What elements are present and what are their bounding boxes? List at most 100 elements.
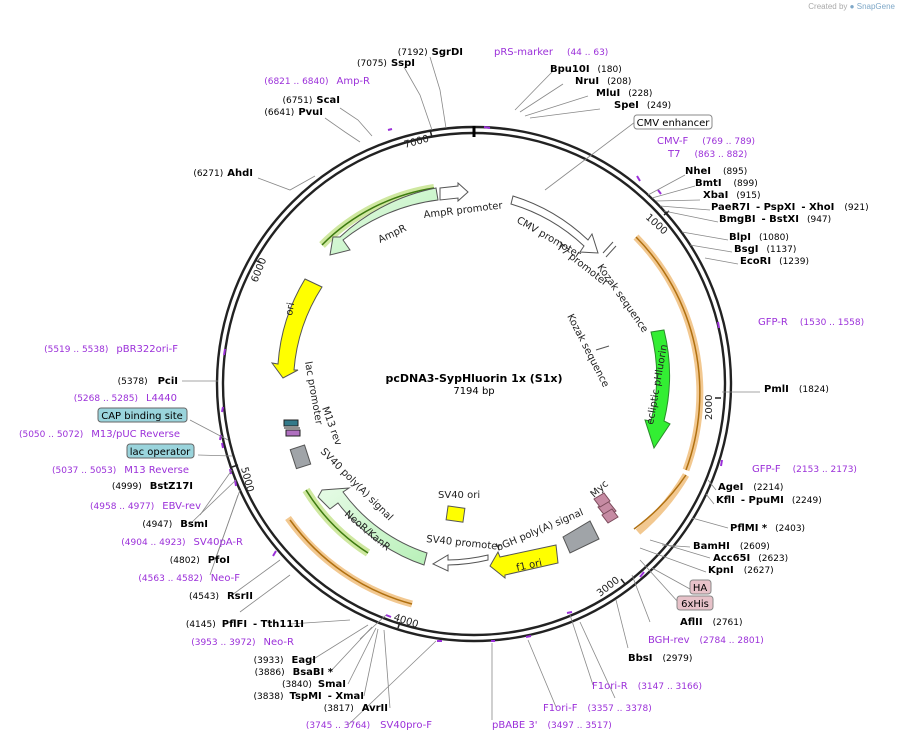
his-label: 6xHis bbox=[681, 599, 709, 610]
insert-arrow-1 bbox=[635, 236, 701, 471]
site-acc65i: Acc65I(2623) bbox=[713, 553, 788, 564]
site-bpu10i: Bpu10I(180) bbox=[550, 64, 622, 75]
primer-amp-r: (6821 .. 6840)Amp-R bbox=[264, 76, 370, 87]
cmv-enhancer-box bbox=[633, 114, 713, 130]
site-rsrii: (4543)RsrII bbox=[189, 591, 253, 602]
f1-ori-label: f1 ori bbox=[515, 558, 543, 574]
primer-l4440: (5268 .. 5285)L4440 bbox=[74, 393, 177, 404]
neor-arrow bbox=[317, 487, 428, 566]
primer-f1ori-r: F1ori-R(3147 .. 3166) bbox=[592, 681, 702, 692]
site-bsgi: BsgI(1137) bbox=[734, 244, 796, 255]
site-bstz17i: (4999)BstZ17I bbox=[112, 481, 193, 492]
primer-m13puc-reverse: (5050 .. 5072)M13/pUC Reverse bbox=[19, 429, 180, 440]
tick-label-1000: 1000 bbox=[643, 212, 669, 237]
site-pfoi: (4802)PfoI bbox=[170, 555, 230, 566]
sv40-promoter-arrow bbox=[431, 554, 489, 572]
phluorin-arrow bbox=[644, 329, 671, 450]
kozak-label-1: Kozak sequence bbox=[595, 262, 650, 334]
ori-label: ori bbox=[284, 302, 297, 317]
tick-marks bbox=[231, 129, 721, 629]
bgh-polya-block bbox=[562, 520, 600, 554]
ampr-arrow bbox=[329, 187, 439, 256]
his-feature bbox=[593, 492, 611, 508]
snapgene-logo-icon: ● bbox=[849, 2, 855, 11]
lac-promoter-label: lac promoter bbox=[302, 361, 324, 427]
cmv-enhancer-label: CMV enhancer bbox=[637, 118, 711, 129]
insert-arrow-2 bbox=[633, 474, 687, 530]
lac-operator-mark bbox=[285, 429, 301, 437]
primer-bgh-rev: BGH-rev(2784 .. 2801) bbox=[648, 635, 764, 646]
neor-green-line bbox=[305, 489, 369, 554]
credit-prefix: Created by bbox=[808, 2, 848, 11]
site-sspi: (7075)SspI bbox=[357, 58, 415, 69]
site-ahdi: (6271)AhdI bbox=[193, 168, 253, 179]
sv40-promoter-label: SV40 promoter bbox=[426, 534, 503, 553]
primer-t7: T7(863 .. 882) bbox=[667, 149, 747, 160]
kozak-label-2: Kozak sequence bbox=[564, 312, 610, 389]
restriction-sites-lower: (5378)PciI (4999)BstZ17I (4947)BsmI (480… bbox=[112, 376, 388, 714]
his-box bbox=[676, 595, 714, 611]
tick-label-2000: 2000 bbox=[704, 395, 715, 420]
restriction-sites-right: Bpu10I(180) NruI(208) MluI(228) SpeI(249… bbox=[550, 64, 869, 664]
site-scai: (6751)ScaI bbox=[282, 95, 340, 106]
primer-pbabe3: pBABE 3'(3497 .. 3517) bbox=[492, 720, 612, 731]
primer-f1ori-f: F1ori-F(3357 .. 3378) bbox=[543, 703, 652, 714]
ha-feature bbox=[601, 508, 619, 524]
cap-site-mark bbox=[283, 419, 299, 427]
site-sgrdi: (7192)SgrDI bbox=[398, 47, 463, 58]
primer-neo-r: (3953 .. 3972)Neo-R bbox=[191, 637, 294, 648]
tick-label-6000: 6000 bbox=[250, 256, 270, 284]
site-aflii: AflII(2761) bbox=[680, 617, 743, 628]
t7-promoter-mark bbox=[602, 241, 614, 254]
boxed-labels: CMV enhancer HA 6xHis CAP binding site l… bbox=[97, 114, 714, 611]
site-pmli: PmlI(1824) bbox=[764, 384, 829, 395]
kozak-mark bbox=[605, 245, 617, 258]
lac-operator-box bbox=[126, 443, 195, 459]
cmv-promoter-arrow bbox=[510, 195, 599, 254]
site-kpni: KpnI(2627) bbox=[708, 565, 774, 576]
site-bamhi: BamHI(2609) bbox=[693, 541, 770, 552]
primer-gfp-f: GFP-F(2153 .. 2173) bbox=[752, 464, 857, 475]
site-nhei: NheI(895) bbox=[685, 166, 747, 177]
sv40-polya-block bbox=[289, 444, 312, 470]
sv40-ori-block bbox=[445, 505, 466, 523]
cap-binding-label: CAP binding site bbox=[101, 411, 183, 422]
site-tspmi: (3838)TspMI- XmaI bbox=[254, 691, 364, 702]
ori-arrow bbox=[270, 278, 323, 379]
lac-operator-label: lac operator bbox=[130, 447, 191, 458]
cap-binding-box bbox=[97, 407, 188, 423]
sv40-ori-label: SV40 ori bbox=[438, 490, 480, 501]
credit-brand: SnapGene bbox=[856, 2, 895, 11]
site-avrii: (3817)AvrII bbox=[324, 703, 388, 714]
site-ecori: EcoRI(1239) bbox=[740, 256, 809, 267]
site-bsabi: (3886)BsaBI * bbox=[255, 667, 334, 678]
site-pflmi: PflMI *(2403) bbox=[730, 523, 805, 534]
f1-ori-arrow bbox=[489, 544, 559, 580]
primer-labels: pRS-marker(44 .. 63) (6821 .. 6840)Amp-R… bbox=[19, 47, 864, 731]
primer-prs-marker: pRS-marker(44 .. 63) bbox=[494, 47, 608, 58]
ampr-highlight-line bbox=[321, 187, 435, 246]
primer-sv40pro-f: (3745 .. 3764)SV40pro-F bbox=[306, 720, 432, 731]
site-bmgbi: BmgBI- BstXI(947) bbox=[719, 214, 831, 225]
site-spei: SpeI(249) bbox=[614, 100, 671, 111]
site-bmti: BmtI(899) bbox=[695, 178, 758, 189]
ampr-label: AmpR bbox=[377, 223, 409, 246]
map-size: 7194 bp bbox=[453, 386, 494, 397]
primer-neo-f: (4563 .. 4582)Neo-F bbox=[138, 573, 240, 584]
site-mlui: MluI(228) bbox=[596, 88, 652, 99]
leader-lines bbox=[182, 56, 760, 726]
site-drui: NruI(208) bbox=[575, 76, 631, 87]
primer-m13-reverse: (5037 .. 5053)M13 Reverse bbox=[52, 465, 189, 476]
site-blpi: BlpI(1080) bbox=[729, 232, 789, 243]
ampr-promoter-arrow bbox=[439, 181, 469, 203]
map-title: pcDNA3-SypHluorin 1x (S1x) bbox=[386, 372, 563, 385]
kozak-mark-2 bbox=[595, 345, 610, 351]
primer-sv40pa-r: (4904 .. 4923)SV40pA-R bbox=[121, 537, 243, 548]
site-kfli: KflI- PpuMI(2249) bbox=[716, 495, 822, 506]
site-smai: (3840)SmaI bbox=[282, 679, 346, 690]
primer-gfp-r: GFP-R(1530 .. 1558) bbox=[758, 317, 864, 328]
primer-pbr322ori-f: (5519 .. 5538)pBR322ori-F bbox=[44, 344, 178, 355]
ha-label: HA bbox=[693, 583, 708, 594]
site-pcii: (5378)PciI bbox=[118, 376, 178, 387]
site-bbsi: BbsI(2979) bbox=[628, 653, 692, 664]
